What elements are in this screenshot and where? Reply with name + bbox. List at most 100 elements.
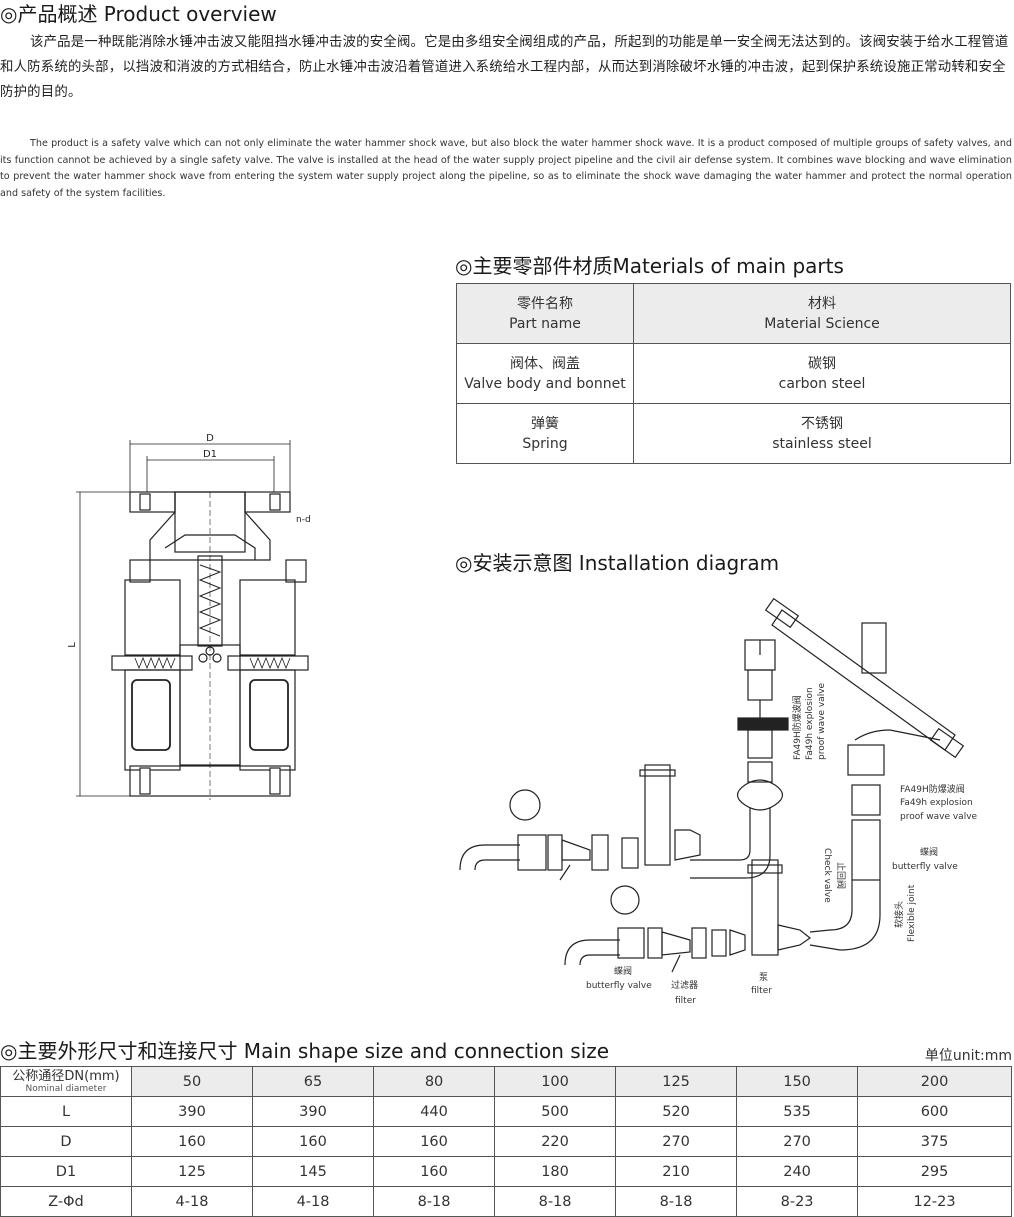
value-cell: 240 xyxy=(736,1156,859,1187)
unit-label: 单位unit:mm xyxy=(924,1048,1012,1064)
materials-header-mat-zh: 材料 xyxy=(808,295,836,312)
value-cell: 535 xyxy=(736,1096,859,1127)
label-pump-zh: 泵 xyxy=(759,972,768,983)
materials-material-cell: 碳钢 carbon steel xyxy=(633,343,1011,404)
materials-header-mat-en: Material Science xyxy=(764,315,880,332)
row-label: Z-Φd xyxy=(0,1186,132,1217)
dimensions-title: ◎主要外形尺寸和连接尺寸 Main shape size and connect… xyxy=(0,1039,610,1063)
label-butterfly-en: butterfly valve xyxy=(892,862,958,872)
overview-title: ◎产品概述 Product overview xyxy=(0,2,277,26)
row-label: L xyxy=(0,1096,132,1127)
part-name-en: Valve body and bonnet xyxy=(464,375,626,392)
material-zh: 碳钢 xyxy=(808,355,836,372)
value-cell: 12-23 xyxy=(857,1186,1012,1217)
materials-part-cell: 阀体、阀盖 Valve body and bonnet xyxy=(456,343,634,404)
label-flex-zh: 软接头 xyxy=(893,901,905,928)
dn-cell: 125 xyxy=(615,1066,738,1097)
label-butterfly2-en: butterfly valve xyxy=(586,981,652,991)
value-cell: 180 xyxy=(494,1156,617,1187)
dimensions-row-D1: D1 125 145 160 180 210 240 295 xyxy=(0,1156,1012,1187)
label-check-en: Check valve xyxy=(822,848,832,903)
value-cell: 8-23 xyxy=(736,1186,859,1217)
part-name-en: Spring xyxy=(522,435,568,452)
dim-D1-label: D1 xyxy=(203,449,217,460)
value-cell: 125 xyxy=(130,1156,254,1187)
value-cell: 270 xyxy=(615,1126,738,1157)
label-fa49b-en2: proof wave valve xyxy=(900,812,978,822)
value-cell: 390 xyxy=(130,1096,254,1127)
materials-table: 零件名称 Part name 材料 Material Science 阀体、阀盖… xyxy=(456,283,1011,464)
overview-en-text: The product is a safety valve which can … xyxy=(0,138,1012,199)
part-name-zh: 弹簧 xyxy=(531,415,559,432)
dimensions-row-D: D 160 160 160 220 270 270 375 xyxy=(0,1126,1012,1157)
materials-header-part-en: Part name xyxy=(509,315,581,332)
materials-row: 弹簧 Spring 不锈钢 stainless steel xyxy=(456,403,1011,464)
dn-cell: 100 xyxy=(494,1066,617,1097)
label-flex-en: Flexible joint xyxy=(907,884,917,942)
value-cell: 4-18 xyxy=(130,1186,254,1217)
label-fa49-en1: Fa49h explosion xyxy=(805,687,815,760)
materials-header-part-zh: 零件名称 xyxy=(517,295,573,312)
dim-L-label: L xyxy=(67,642,78,648)
materials-part-cell: 弹簧 Spring xyxy=(456,403,634,464)
dimensions-row-L: L 390 390 440 500 520 535 600 xyxy=(0,1096,1012,1127)
label-butterfly2-zh: 蝶阀 xyxy=(614,965,632,977)
nominal-diameter-zh: 公称通径DN(mm) xyxy=(12,1068,120,1084)
material-en: stainless steel xyxy=(772,435,872,452)
value-cell: 145 xyxy=(252,1156,375,1187)
label-filter-en: filter xyxy=(675,996,696,1006)
label-butterfly-zh: 蝶阀 xyxy=(920,846,938,858)
value-cell: 520 xyxy=(615,1096,738,1127)
dn-cell: 65 xyxy=(252,1066,375,1097)
value-cell: 160 xyxy=(373,1156,496,1187)
dimensions-row-Zd: Z-Φd 4-18 4-18 8-18 8-18 8-18 8-23 12-23 xyxy=(0,1186,1012,1217)
value-cell: 4-18 xyxy=(252,1186,375,1217)
label-check-zh: 止回阀 xyxy=(835,862,847,889)
value-cell: 390 xyxy=(252,1096,375,1127)
dn-cell: 150 xyxy=(736,1066,859,1097)
value-cell: 8-18 xyxy=(373,1186,496,1217)
dim-nd-label: n-d xyxy=(296,515,311,525)
value-cell: 210 xyxy=(615,1156,738,1187)
value-cell: 270 xyxy=(736,1126,859,1157)
part-name-zh: 阀体、阀盖 xyxy=(510,355,580,372)
material-en: carbon steel xyxy=(778,375,866,392)
value-cell: 160 xyxy=(252,1126,375,1157)
install-title: ◎安装示意图 Installation diagram xyxy=(455,551,780,575)
label-filter-zh: 过滤器 xyxy=(671,979,698,991)
value-cell: 600 xyxy=(857,1096,1012,1127)
dn-cell: 80 xyxy=(373,1066,496,1097)
materials-row: 阀体、阀盖 Valve body and bonnet 碳钢 carbon st… xyxy=(456,343,1011,404)
nominal-diameter-cell: 公称通径DN(mm) Nominal diameter xyxy=(0,1066,132,1097)
material-zh: 不锈钢 xyxy=(801,415,843,432)
label-fa49-en2: proof wave valve xyxy=(817,682,827,760)
dn-cell: 200 xyxy=(857,1066,1012,1097)
row-label: D1 xyxy=(0,1156,132,1187)
value-cell: 375 xyxy=(857,1126,1012,1157)
label-fa49-zh: FA49H防爆波阀 xyxy=(791,695,803,760)
overview-zh-text: 该产品是一种既能消除水锤冲击波又能阻挡水锤冲击波的安全阀。它是由多组安全阀组成的… xyxy=(0,35,1009,100)
materials-header-material: 材料 Material Science xyxy=(633,283,1011,344)
dimensions-header-row: 公称通径DN(mm) Nominal diameter 50 65 80 100… xyxy=(0,1066,1012,1097)
dim-D-label: D xyxy=(206,433,214,444)
materials-header-row: 零件名称 Part name 材料 Material Science xyxy=(456,283,1011,344)
materials-title: ◎主要零部件材质Materials of main parts xyxy=(455,254,844,278)
value-cell: 500 xyxy=(494,1096,617,1127)
dn-cell: 50 xyxy=(130,1066,254,1097)
value-cell: 440 xyxy=(373,1096,496,1127)
nominal-diameter-en: Nominal diameter xyxy=(25,1083,107,1094)
valve-section-drawing: D D1 L n-d xyxy=(67,433,311,800)
installation-diagram: FA49H防爆波阀 Fa49h explosion proof wave val… xyxy=(459,597,978,1006)
value-cell: 160 xyxy=(130,1126,254,1157)
label-fa49b-zh: FA49H防爆波阀 xyxy=(900,783,965,795)
value-cell: 295 xyxy=(857,1156,1012,1187)
value-cell: 8-18 xyxy=(615,1186,738,1217)
label-fa49b-en1: Fa49h explosion xyxy=(900,798,973,808)
value-cell: 8-18 xyxy=(494,1186,617,1217)
value-cell: 160 xyxy=(373,1126,496,1157)
materials-material-cell: 不锈钢 stainless steel xyxy=(633,403,1011,464)
value-cell: 220 xyxy=(494,1126,617,1157)
dimensions-table: 公称通径DN(mm) Nominal diameter 50 65 80 100… xyxy=(0,1066,1012,1217)
row-label: D xyxy=(0,1126,132,1157)
label-pump-en: filter xyxy=(751,986,772,996)
